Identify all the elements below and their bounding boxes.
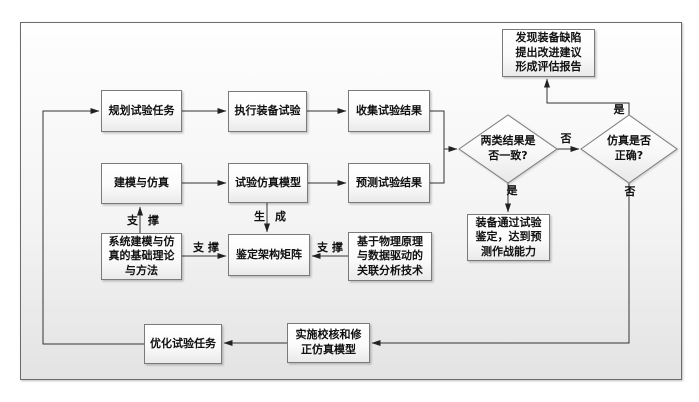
box-optimize-test-tasks: 优化试验任务 — [144, 324, 222, 364]
box-defect-report: 发现装备缺陷 提出改进建议 形成评估报告 — [502, 29, 595, 77]
box-verify-and-correct-model: 实施校核和修 正仿真模型 — [287, 323, 370, 363]
box-theory-and-methods: 系统建模与仿 真的基础理论 与方法 — [101, 233, 182, 280]
box-correlation-analysis: 基于物理原理 与数据驱动的 关联分析技术 — [348, 232, 432, 281]
edge-label-no-between-diamonds: 否 — [560, 132, 572, 145]
box-plan-test-tasks: 规划试验任务 — [101, 90, 182, 132]
decision-results-consistent — [458, 114, 558, 184]
edge-merge-results — [430, 110, 445, 184]
box-modeling-and-simulation: 建模与仿真 — [101, 163, 182, 204]
edge-label-support-physics: 支撑 — [317, 241, 347, 254]
edge-correct-yes — [544, 78, 630, 115]
box-appraisal-matrix: 鉴定架构矩阵 — [228, 234, 310, 276]
edge-correct-no — [371, 183, 630, 346]
box-collect-test-results: 收集试验结果 — [348, 90, 430, 132]
decision-simulation-correct — [580, 114, 678, 184]
box-execute-equipment-test: 执行装备试验 — [228, 91, 307, 132]
box-equipment-passes: 装备通过试验 鉴定，达到预 测作战能力 — [467, 214, 550, 261]
edge-label-yes-correct: 是 — [613, 103, 625, 116]
edge-label-no-correct: 否 — [624, 185, 636, 198]
edge-label-yes-consistent: 是 — [506, 184, 518, 197]
edge-optimize-loop — [42, 108, 144, 345]
box-predict-test-results: 预测试验结果 — [348, 163, 430, 203]
edge-label-support-theory: 支撑 — [193, 241, 223, 254]
box-test-simulation-model: 试验仿真模型 — [228, 163, 308, 203]
edge-label-support-vertical: 支撑 — [127, 214, 169, 227]
edge-label-generate: 生成 — [254, 210, 296, 223]
